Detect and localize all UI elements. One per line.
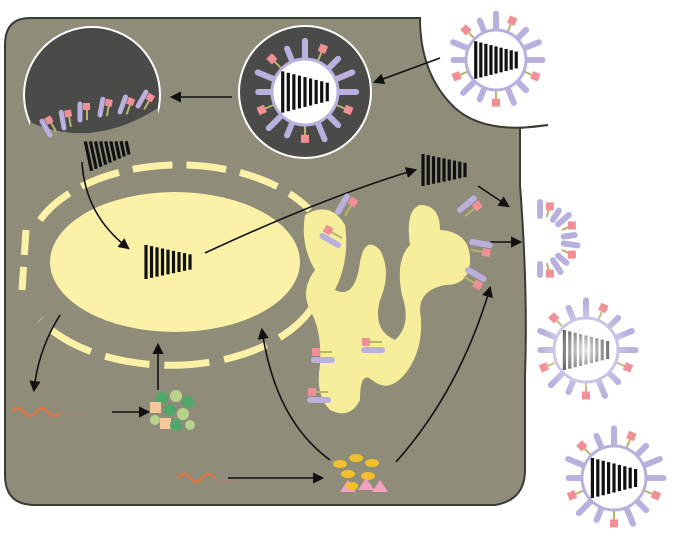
arrow-icon	[29, 57, 523, 484]
capsid-icon	[590, 458, 638, 498]
capsid-icon	[281, 71, 329, 113]
capsid-uncoated	[83, 140, 131, 172]
svg-text:……: ……	[64, 408, 84, 419]
capsid-in-nucleus	[144, 245, 192, 279]
membrane-spike	[335, 193, 359, 217]
endosome-spike	[58, 109, 73, 131]
released-virion	[565, 425, 667, 528]
membrane-spike	[307, 388, 331, 403]
membrane-spike	[311, 348, 335, 363]
capsid-icon	[474, 41, 518, 79]
spike-protein-cluster	[333, 454, 388, 492]
svg-text:……: ……	[216, 474, 236, 485]
membrane-spike	[463, 267, 487, 291]
protein-cluster-icon	[150, 390, 195, 431]
membrane-spike	[457, 195, 484, 217]
membrane-spike	[319, 224, 343, 248]
endosome-spike	[97, 96, 113, 118]
endoplasmic-reticulum	[303, 205, 470, 414]
free-virion-top	[450, 10, 546, 107]
membrane-spike	[469, 239, 493, 258]
rna-strand-icon	[11, 406, 215, 484]
endosome-spike	[135, 89, 156, 110]
virion-in-vesicle	[254, 37, 360, 143]
endosome-spike	[77, 101, 90, 123]
endosome-spike	[117, 94, 136, 115]
emerging-virion	[537, 199, 581, 278]
endosome-spike	[39, 115, 57, 138]
membrane-spike	[361, 338, 385, 353]
capsid-exported	[421, 154, 467, 186]
budding-glow	[539, 304, 631, 396]
rna-dots: …… ……	[64, 408, 236, 485]
